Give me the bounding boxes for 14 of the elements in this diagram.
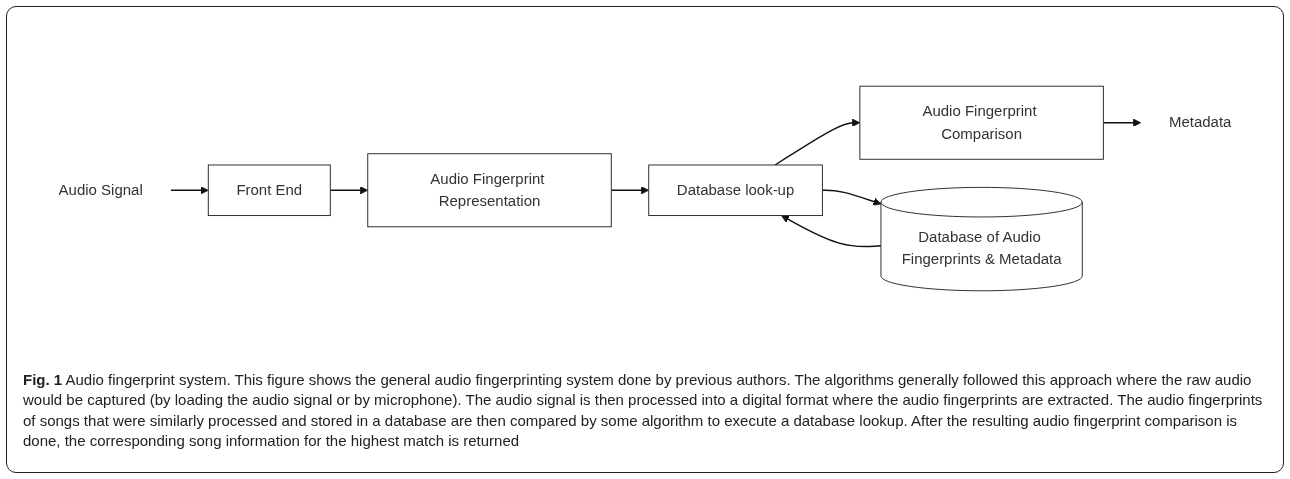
node-text: Audio Signal (58, 181, 143, 198)
arrow (610, 186, 650, 195)
arrow (774, 118, 861, 166)
arrow (329, 186, 369, 195)
node-box: Audio Fingerprint Representation (367, 153, 612, 228)
arrow (1102, 118, 1142, 127)
arrow (821, 189, 882, 206)
figure-caption: Fig. 1 Audio fingerprint system. This figure shows the general audio fingerprinting system done by previous authors. The algorithms generally followed this approach where the raw audio would be captured (by loading the audio signal or by microphone). The audio signal is then processed into a digital format where the audio fingerprints are extracted. The audio fingerprints of songs that were similarly processed and stored in a database are then compared by some algorithm to execute a database lookup. After the resulting audio fingerprint comparison is done, the corresponding song information for the highest match is returned (23, 370, 1264, 451)
arrow (170, 186, 209, 195)
node-text: Metadata (1168, 114, 1232, 131)
node-box: Database look-up (648, 164, 823, 217)
node-box: Front End (207, 164, 331, 217)
arrow (781, 215, 882, 248)
node-box: Audio Fingerprint Comparison (859, 85, 1104, 160)
